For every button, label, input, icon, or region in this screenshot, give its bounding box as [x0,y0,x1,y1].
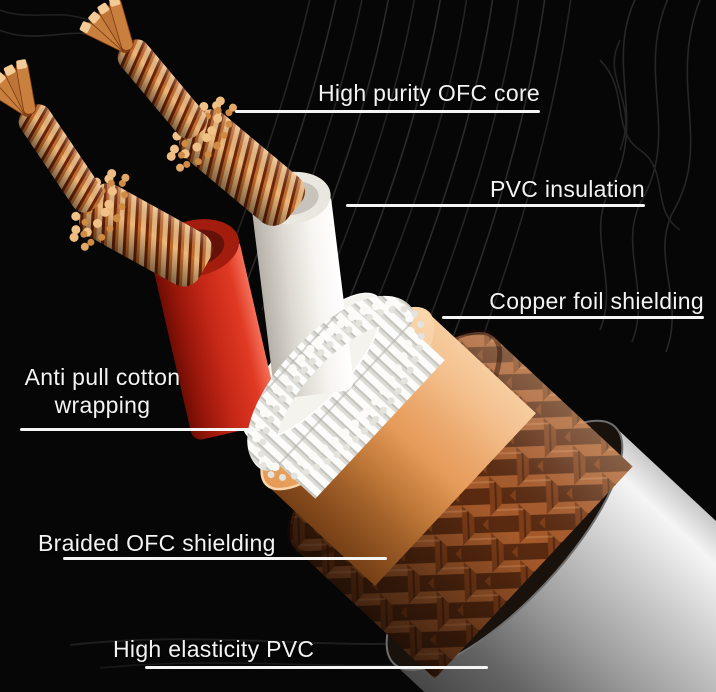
rope-red-thin [0,59,104,213]
label-core: High purity OFC core [317,80,540,106]
label-foil: Copper foil shielding [489,288,704,314]
label-insulation: PVC insulation [489,176,645,202]
label-cotton: Anti pull cotton wrapping [24,364,181,418]
callout-line-insulation [346,204,645,207]
callout-line-foil [442,316,704,319]
rope-white-thin [79,0,208,139]
callout-line-cotton [20,428,260,431]
rope-white-thick [166,96,306,226]
conductor-red [0,59,213,287]
callout-line-braid [63,557,387,560]
core-wire-tips-white [79,0,134,53]
cotton-front-wrap [247,295,425,481]
core-wire-tips-red [0,59,36,117]
callout-line-core [235,110,540,113]
background-swirl-lines [0,0,701,669]
callout-line-jacket [145,666,488,669]
label-jacket: High elasticity PVC [113,636,315,662]
label-braid: Braided OFC shielding [38,530,276,556]
conductor-white [79,0,306,226]
